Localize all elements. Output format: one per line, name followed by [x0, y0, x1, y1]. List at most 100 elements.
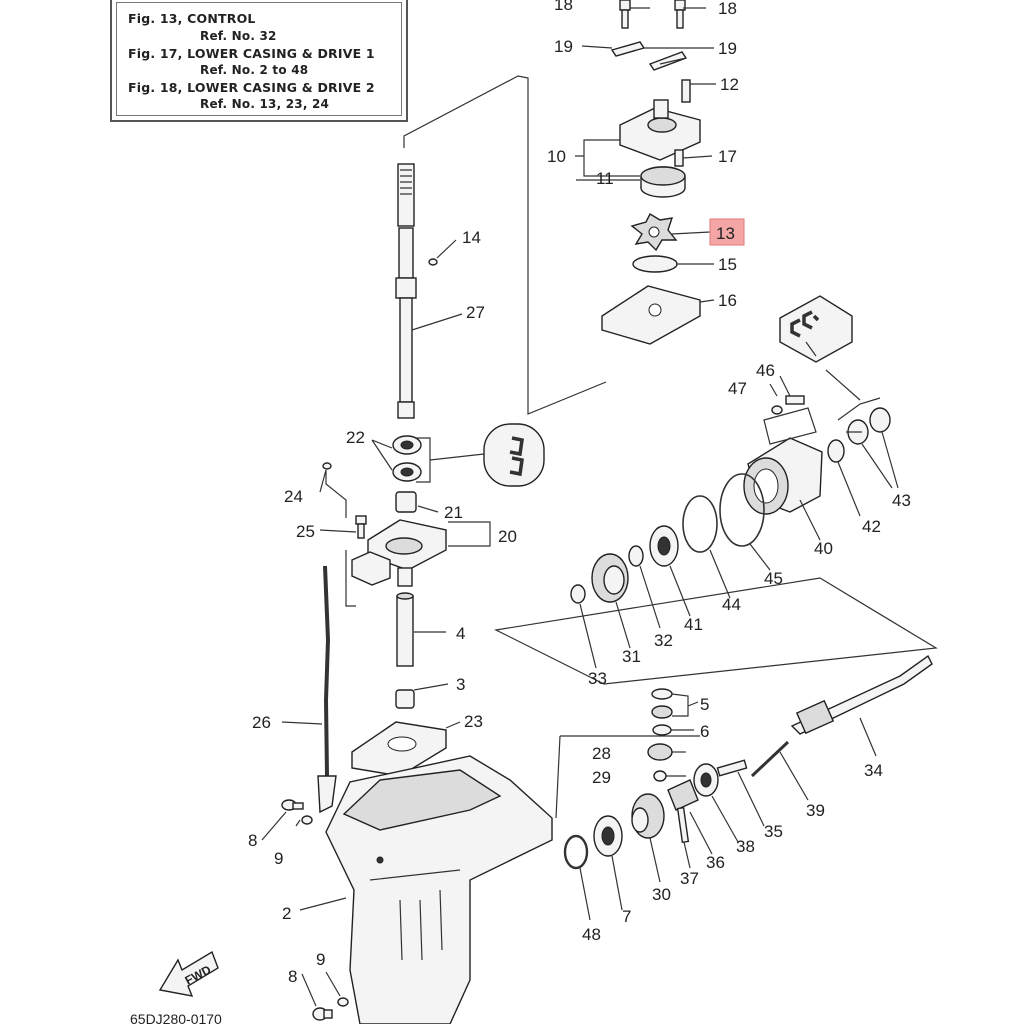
- ref-no-fig-13: Ref. No. 32: [200, 29, 277, 43]
- washer-9-upper: [301, 815, 313, 825]
- impeller-13: [630, 213, 678, 252]
- label-4: 4: [456, 624, 465, 643]
- label-2: 2: [282, 904, 291, 923]
- label-44: 44: [722, 595, 741, 614]
- label-35: 35: [764, 822, 783, 841]
- label-7: 7: [622, 907, 631, 926]
- nut-29: [653, 770, 667, 782]
- shim-33: [570, 584, 586, 604]
- label-8-lower: 8: [288, 967, 297, 986]
- label-18-left: 18: [554, 0, 573, 14]
- label-47: 47: [728, 379, 747, 398]
- bearing-7: [593, 815, 623, 857]
- ref-no-fig-17: Ref. No. 2 to 48: [200, 63, 309, 77]
- label-24: 24: [284, 487, 303, 506]
- o-ring-44: [682, 495, 718, 553]
- label-16: 16: [718, 291, 737, 310]
- ref-fig-13: Fig. 13, CONTROL: [128, 11, 256, 26]
- label-32: 32: [654, 631, 673, 650]
- label-15: 15: [718, 255, 737, 274]
- label-5: 5: [700, 695, 709, 714]
- label-6: 6: [700, 722, 709, 741]
- reverse-gear-31: [591, 553, 629, 603]
- ref-fig-18: Fig. 18, LOWER CASING & DRIVE 2: [128, 80, 375, 95]
- dog-clutch-36: [667, 779, 699, 811]
- label-30: 30: [652, 885, 671, 904]
- leader-lines: [261, 7, 938, 1007]
- shim-32: [628, 545, 644, 567]
- label-33: 33: [588, 669, 607, 688]
- forward-gear-38: [693, 763, 719, 797]
- label-45: 45: [764, 569, 783, 588]
- diagram-code: 65DJ280-0170: [130, 1011, 222, 1024]
- label-34: 34: [864, 761, 883, 780]
- bolt-25: [355, 515, 367, 539]
- label-10: 10: [547, 147, 566, 166]
- label-38: 38: [736, 837, 755, 856]
- plate-19-left: [610, 41, 646, 57]
- shim-48: [563, 834, 589, 870]
- fwd-arrow-icon: [158, 950, 219, 997]
- grease-symbol-left-icon: [483, 423, 545, 487]
- washer-47: [771, 405, 783, 415]
- ref-no-fig-18: Ref. No. 13, 23, 24: [200, 97, 330, 111]
- label-23: 23: [464, 712, 483, 731]
- label-42: 42: [862, 517, 881, 536]
- cap-40: [743, 437, 823, 515]
- drive-shaft-27: [395, 163, 417, 419]
- o-ring-45: [719, 473, 765, 547]
- pinion-28: [647, 743, 673, 761]
- cross-pin-37: [676, 806, 690, 844]
- pin-17: [674, 149, 684, 167]
- gasket-23: [351, 721, 447, 777]
- part-drawings: [158, 0, 933, 1024]
- housing-20: [351, 519, 447, 587]
- label-39: 39: [806, 801, 825, 820]
- insert-cartridge-11: [640, 166, 686, 198]
- part-labels: 18 18 19 19 12 10 17 11 13 15 16 14 27 4…: [130, 0, 911, 1024]
- grease-cc-icon: [779, 295, 853, 363]
- label-22: 22: [346, 428, 365, 447]
- shim-6: [652, 724, 672, 736]
- forward-gear-30: [631, 793, 665, 839]
- pump-case-10: [619, 79, 701, 161]
- label-13: 13: [716, 224, 735, 243]
- pin-24: [322, 462, 332, 470]
- label-31: 31: [622, 647, 641, 666]
- label-25: 25: [296, 522, 315, 541]
- lower-casing-2: [325, 755, 553, 1024]
- label-19-left: 19: [554, 37, 573, 56]
- label-40: 40: [814, 539, 833, 558]
- outer-plate-16: [601, 285, 701, 345]
- highlight-13-box: [709, 218, 745, 246]
- bearings-22: [392, 435, 422, 482]
- washer-9-lower: [337, 997, 349, 1007]
- label-46: 46: [756, 361, 775, 380]
- o-ring-15: [632, 255, 678, 273]
- ball-bearing-41: [649, 525, 679, 567]
- label-8-upper: 8: [248, 831, 257, 850]
- plunger-35: [716, 759, 748, 777]
- label-3: 3: [456, 675, 465, 694]
- reference-box: Fig. 13, CONTROL Ref. No. 32 Fig. 17, LO…: [110, 0, 408, 122]
- spring-39: [750, 740, 790, 778]
- label-43: 43: [892, 491, 911, 510]
- plate-19-right: [648, 51, 688, 71]
- label-41: 41: [684, 615, 703, 634]
- bolt-46: [785, 395, 805, 405]
- label-17: 17: [718, 147, 737, 166]
- label-48: 48: [582, 925, 601, 944]
- bolt-8-lower: [312, 1007, 333, 1021]
- label-20: 20: [498, 527, 517, 546]
- shift-rod-26: [317, 565, 337, 814]
- propeller-shaft-34: [790, 654, 933, 735]
- label-19-right: 19: [718, 39, 737, 58]
- label-26: 26: [252, 713, 271, 732]
- label-28: 28: [592, 744, 611, 763]
- ref-fig-17: Fig. 17, LOWER CASING & DRIVE 1: [128, 46, 375, 61]
- label-14: 14: [462, 228, 481, 247]
- label-9-upper: 9: [274, 849, 283, 868]
- pin-14: [428, 258, 438, 266]
- label-18-right: 18: [718, 0, 737, 18]
